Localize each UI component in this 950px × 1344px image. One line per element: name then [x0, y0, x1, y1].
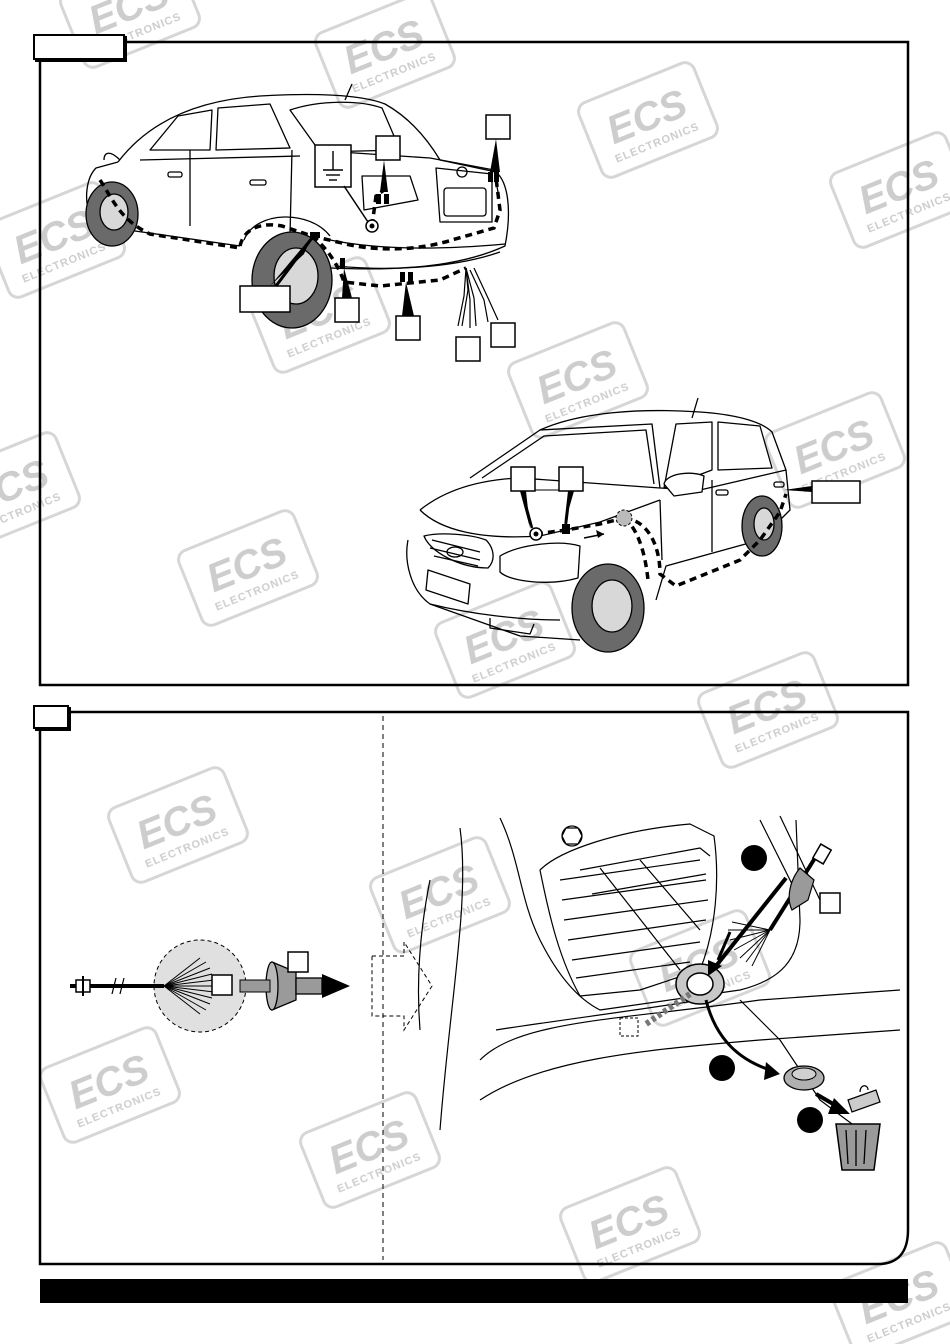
callout-box [287, 951, 309, 973]
trash-bin-icon [835, 1085, 881, 1171]
callout-box [334, 297, 360, 323]
step-badge [797, 1107, 823, 1133]
callout-box [211, 974, 233, 996]
callout-box [485, 114, 511, 140]
callout-box [455, 336, 481, 362]
grommet-threading-illustration [70, 939, 350, 1033]
rear-car-illustration [85, 83, 510, 329]
front-connectors [529, 509, 633, 541]
rear-connectors [310, 172, 499, 282]
ecs-watermark: ECS ELECTRONICS [559, 1166, 701, 1284]
callout-box [558, 466, 584, 492]
ecs-watermark: ECS ELECTRONICS [829, 131, 950, 249]
section-1-callouts-rear [239, 114, 516, 362]
ecs-watermark: ECS ELECTRONICS [577, 61, 719, 179]
body-panel-illustration [417, 815, 901, 1131]
ecs-watermark: ECS ELECTRONICS [299, 1091, 441, 1209]
ground-icon [323, 151, 343, 181]
ecs-watermark: ECS ELECTRONICS [369, 836, 511, 954]
section-1-callouts-front [510, 466, 861, 529]
ecs-watermark: ECS ELECTRONICS [507, 321, 649, 439]
ecs-watermark: ECS ELECTRONICS [39, 1026, 181, 1144]
footer-bar [40, 1279, 908, 1303]
ecs-watermark: ECS ELECTRONICS [107, 766, 249, 884]
callout-box [375, 135, 401, 161]
callout-box [490, 322, 516, 348]
next-step-arrow-icon [371, 940, 433, 1032]
callout-box [619, 1017, 639, 1037]
callout-box [395, 315, 421, 341]
direction-arrow-icon [322, 974, 350, 998]
callout-box [819, 892, 841, 914]
ecs-watermark: ECS ELECTRONICS [434, 581, 576, 699]
ecs-watermark: ECS ELECTRONICS [697, 651, 839, 769]
section-2-tag [33, 705, 69, 729]
section-1-panel [33, 34, 910, 687]
callout-box [811, 480, 861, 504]
rear-harness-wire-ends [457, 267, 499, 328]
grommet-hole-detail [619, 843, 881, 1171]
ecs-watermark: ECS ELECTRONICS [177, 509, 319, 627]
step-badge [709, 1055, 735, 1081]
section-2-panel [33, 705, 910, 1266]
callout-box [239, 285, 291, 313]
step-badge [741, 845, 767, 871]
callout-box [510, 466, 536, 492]
section-1-tag [33, 34, 125, 60]
ecs-watermark: ECS ELECTRONICS [314, 0, 456, 109]
grommet-icon [239, 961, 323, 1011]
